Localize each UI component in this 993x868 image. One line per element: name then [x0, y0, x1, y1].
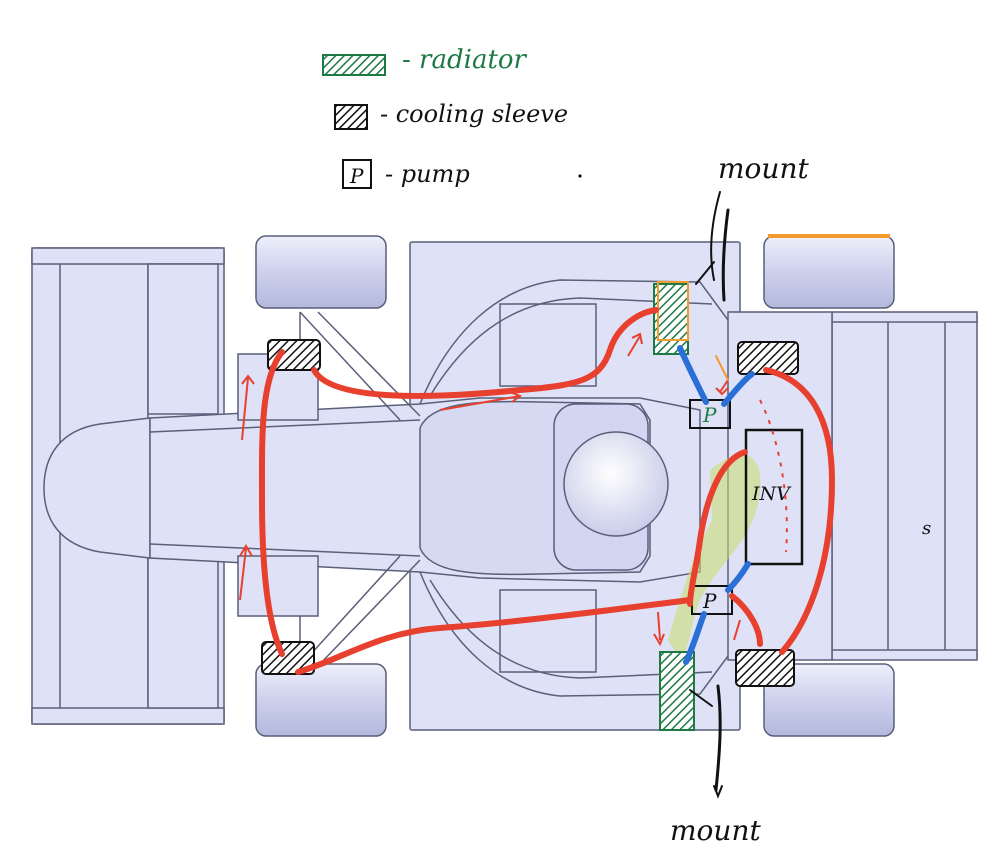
- pump-legend-symbol: P: [349, 164, 364, 188]
- front-wing-element-top: [148, 264, 218, 414]
- radiator-legend-swatch: [323, 55, 385, 75]
- mount-label-bottom: mount: [670, 814, 761, 847]
- radiator-top: [654, 284, 688, 354]
- front-wing-plate-top: [32, 248, 224, 264]
- sleeve-rear-bottom: [736, 650, 794, 686]
- radiator-bottom: [660, 652, 694, 730]
- tire-rear-top: [764, 236, 894, 308]
- car-chassis: [32, 242, 977, 730]
- front-wing-plate-bottom: [32, 708, 224, 724]
- rear-wing-end-bottom: [832, 650, 977, 660]
- sleeve-legend-label: - cooling sleeve: [380, 100, 568, 128]
- rear-wing-end-top: [832, 312, 977, 322]
- driver-helmet: [564, 432, 668, 536]
- sleeve-legend-swatch: [335, 105, 367, 129]
- ink-dot: [578, 174, 581, 177]
- front-wing-element-bottom: [148, 558, 218, 708]
- mount-label-top: mount: [718, 152, 809, 185]
- pump-top-label: P: [702, 403, 717, 427]
- pump-legend-label: - pump: [385, 160, 470, 188]
- rear-wing: [832, 316, 977, 658]
- rear-mark: s: [922, 518, 931, 539]
- legend: - radiator - cooling sleeve P - pump: [323, 45, 582, 188]
- tire-front-top: [256, 236, 386, 308]
- inverter-label: INV: [751, 483, 792, 505]
- pump-bottom-label: P: [702, 589, 717, 613]
- radiator-legend-label: - radiator: [402, 45, 528, 75]
